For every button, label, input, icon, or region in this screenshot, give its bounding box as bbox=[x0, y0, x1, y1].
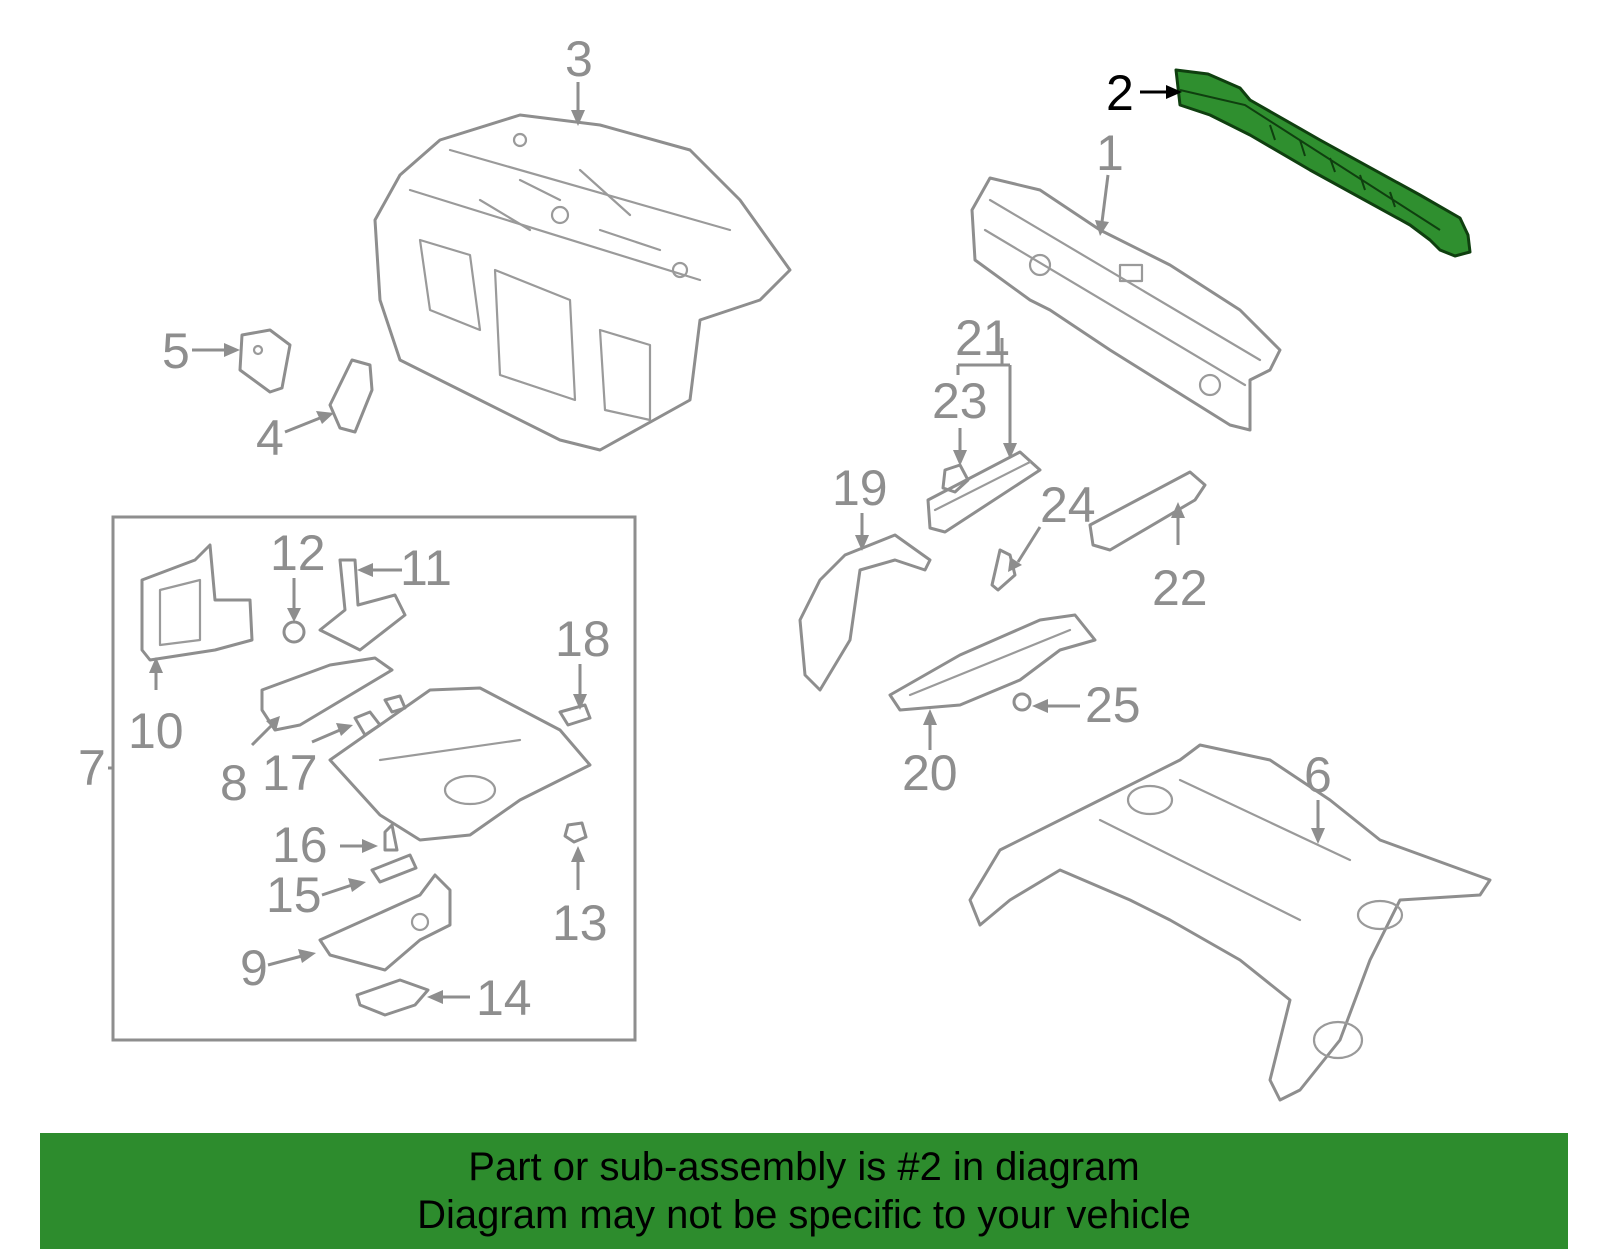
part-1-reinforcement bbox=[970, 176, 1282, 432]
callout-16: 16 bbox=[272, 817, 328, 873]
part-23-clip bbox=[941, 463, 970, 494]
part-9-rail bbox=[318, 873, 452, 972]
callout-4: 4 bbox=[256, 410, 284, 466]
part-tub bbox=[328, 686, 592, 842]
part-18-clip bbox=[558, 703, 592, 727]
callout-2: 2 bbox=[1106, 65, 1134, 121]
callout-11: 11 bbox=[400, 540, 452, 596]
callout-8: 8 bbox=[220, 755, 248, 811]
part-14-plate bbox=[355, 978, 430, 1017]
callout-14: 14 bbox=[476, 970, 532, 1026]
callout-labels: 3 2 1 5 4 21 23 19 24 22 25 20 6 7 10 12… bbox=[78, 31, 1332, 1026]
callout-18: 18 bbox=[555, 611, 611, 667]
callout-10: 10 bbox=[128, 703, 184, 759]
part-6-floor-frame bbox=[968, 743, 1492, 1102]
callout-25: 25 bbox=[1085, 677, 1141, 733]
part-11-bracket bbox=[318, 558, 407, 652]
part-13-nut bbox=[563, 821, 588, 844]
part-10-panel bbox=[140, 543, 254, 662]
part-22-rail bbox=[1088, 470, 1207, 552]
part-20-rail bbox=[888, 613, 1097, 712]
callout-1: 1 bbox=[1096, 125, 1124, 181]
callout-22: 22 bbox=[1152, 560, 1208, 616]
callout-7: 7 bbox=[78, 740, 106, 796]
callout-23: 23 bbox=[932, 373, 988, 429]
part-19-rail bbox=[798, 533, 932, 692]
callout-20: 20 bbox=[902, 745, 958, 801]
part-5-bracket bbox=[238, 328, 292, 394]
part-21-rail bbox=[926, 450, 1042, 534]
info-banner: Part or sub-assembly is #2 in diagram Di… bbox=[40, 1133, 1568, 1249]
part-12-nut bbox=[282, 620, 306, 644]
callout-19: 19 bbox=[832, 460, 888, 516]
part-2-highlighted bbox=[1174, 68, 1472, 258]
callout-21: 21 bbox=[955, 310, 1011, 366]
part-17-clip bbox=[353, 694, 407, 737]
callout-12: 12 bbox=[270, 525, 326, 581]
callout-6: 6 bbox=[1304, 747, 1332, 803]
callout-17: 17 bbox=[262, 745, 318, 801]
part-4-bracket bbox=[328, 358, 374, 434]
part-24-bracket bbox=[990, 548, 1017, 592]
part-8-rail bbox=[260, 656, 394, 732]
callout-9: 9 bbox=[240, 940, 268, 996]
inset-box-7 bbox=[111, 515, 637, 1042]
banner-line-1: Part or sub-assembly is #2 in diagram bbox=[468, 1145, 1140, 1189]
callout-15: 15 bbox=[266, 867, 322, 923]
part-25-nut bbox=[1012, 692, 1032, 712]
part-15-plate bbox=[370, 853, 418, 884]
part-16-stud bbox=[383, 823, 399, 852]
part-3-rear-panel bbox=[373, 113, 792, 452]
callout-24: 24 bbox=[1040, 477, 1096, 533]
leader-lines bbox=[108, 82, 1325, 1004]
callout-3: 3 bbox=[565, 31, 593, 87]
callout-13: 13 bbox=[552, 895, 608, 951]
banner-line-2: Diagram may not be specific to your vehi… bbox=[417, 1193, 1191, 1237]
callout-5: 5 bbox=[162, 323, 190, 379]
